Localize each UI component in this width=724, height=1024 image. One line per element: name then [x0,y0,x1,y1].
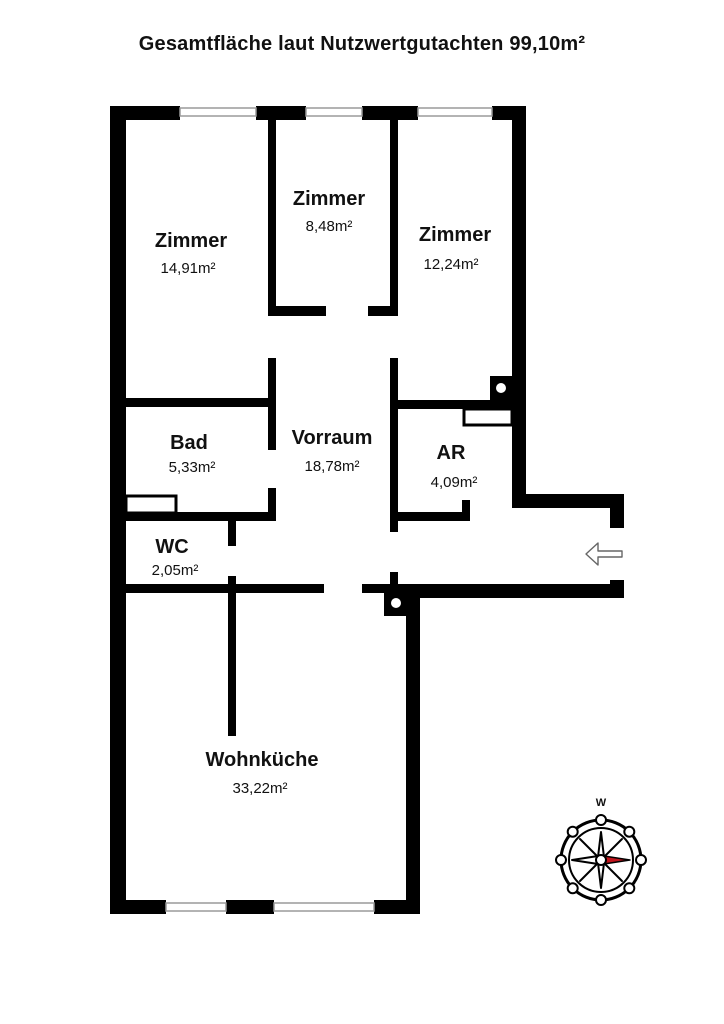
room-name-bad: Bad [170,432,208,454]
wall [110,584,324,593]
wall [268,306,326,316]
wall [368,306,398,316]
room-name-zimmer-west: Zimmer [155,230,227,252]
room-name-ar: AR [437,442,466,464]
wall [110,398,276,407]
wall [256,106,306,120]
wall [268,488,276,520]
wall [406,584,420,914]
chimney-icon [384,592,406,616]
wall [374,900,420,914]
page-title: Gesamtfläche laut Nutzwertgutachten 99,1… [138,33,586,55]
wall [390,512,470,521]
wall [228,576,236,736]
room-area-zimmer-east: 12,24m² [423,256,478,273]
room-name-wohnkueche: Wohnküche [206,749,319,771]
wall [512,106,526,506]
windows [165,107,493,912]
room-area-wc: 2,05m² [152,562,199,579]
wall [390,400,526,409]
window [165,902,227,912]
wall [406,584,624,598]
compass-icon: W [555,797,647,906]
wall [110,900,166,914]
room-area-wohnkueche: 33,22m² [232,780,287,797]
wall [390,572,398,593]
entrance-arrow-icon [585,542,623,566]
walls [110,106,624,914]
chimney-icon [490,376,512,400]
room-name-vorraum: Vorraum [292,427,373,449]
room-name-zimmer-middle: Zimmer [293,188,365,210]
room-name-zimmer-east: Zimmer [419,224,491,246]
compass-label: W [596,797,607,809]
window [305,107,363,117]
wall [390,358,398,532]
wall [110,106,180,120]
room-area-bad: 5,33m² [169,459,216,476]
wall [610,494,624,528]
bathtub [124,494,178,515]
ar-shelf [462,407,514,427]
room-area-vorraum: 18,78m² [304,458,359,475]
window [179,107,257,117]
room-area-ar: 4,09m² [431,474,478,491]
wall [110,106,126,914]
fixtures [124,407,514,515]
room-name-wc: WC [155,536,188,558]
wall [110,512,276,521]
room-area-zimmer-west: 14,91m² [160,260,215,277]
wall [226,900,274,914]
wall [512,494,624,508]
wall [228,512,236,546]
wall [390,106,398,316]
wall [268,106,276,316]
window [417,107,493,117]
wall [462,500,470,521]
window [273,902,375,912]
room-area-zimmer-middle: 8,48m² [306,218,353,235]
